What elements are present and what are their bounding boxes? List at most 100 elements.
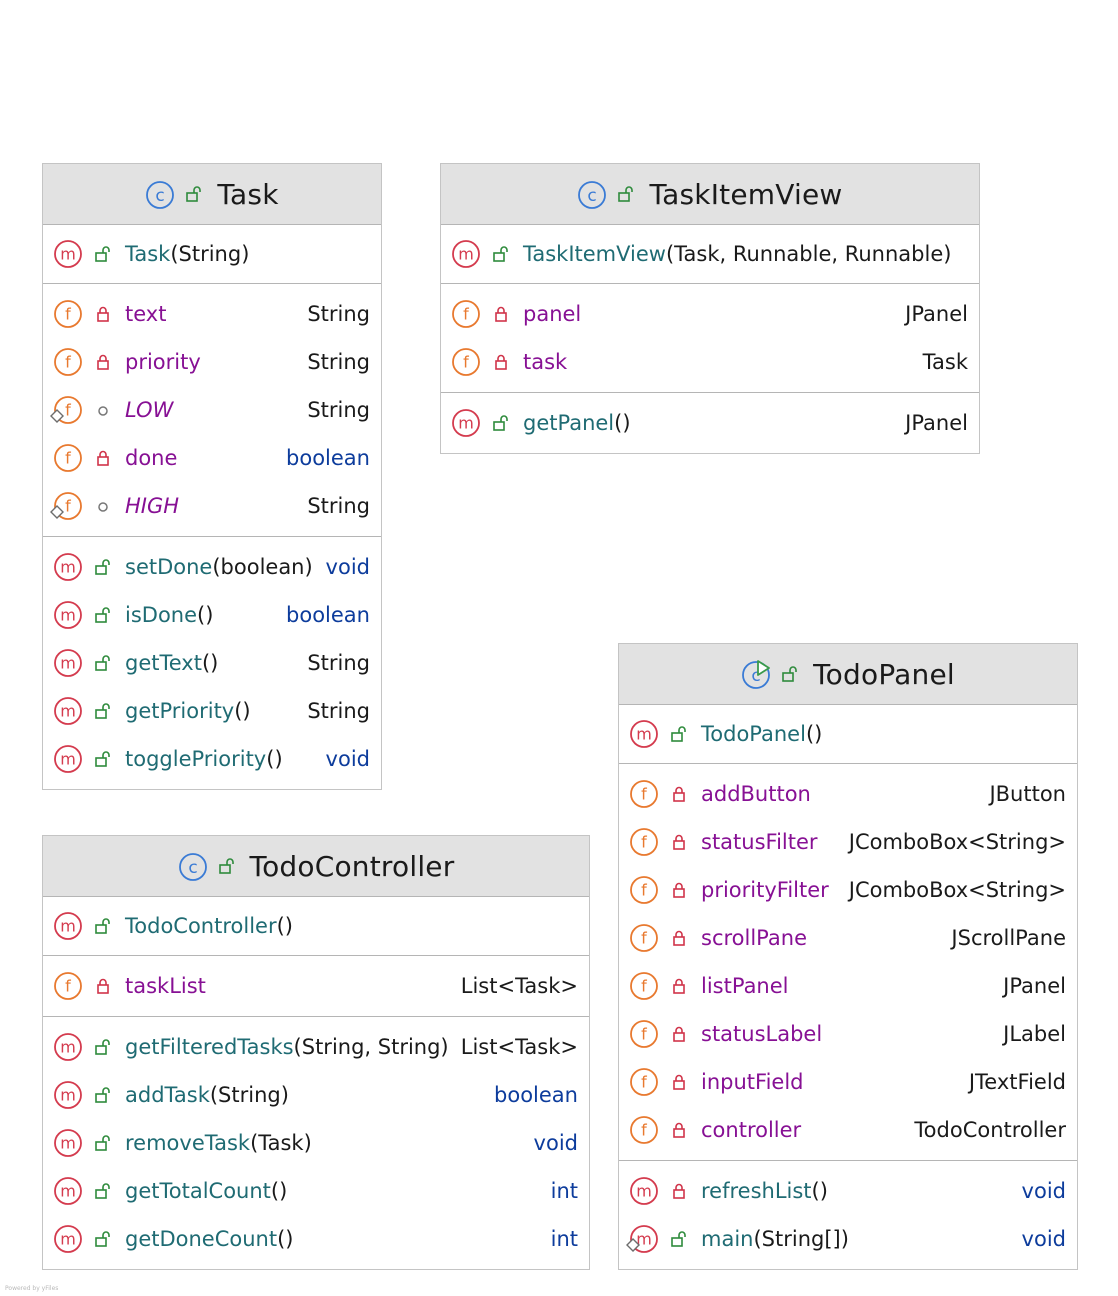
svg-text:f: f bbox=[641, 929, 647, 948]
methods-section: m refreshList()void m main(String[]) void bbox=[619, 1161, 1077, 1269]
public-visibility-icon bbox=[617, 185, 635, 203]
field-icon: f bbox=[50, 395, 83, 425]
methods-section: m getPanel()JPanel bbox=[441, 393, 979, 453]
method-icon: m bbox=[53, 1080, 83, 1110]
member-name: main bbox=[701, 1227, 754, 1251]
svg-text:f: f bbox=[641, 785, 647, 804]
field-icon: f bbox=[53, 971, 83, 1001]
member-type: JComboBox<String> bbox=[848, 878, 1066, 902]
svg-text:c: c bbox=[588, 186, 597, 206]
field-row[interactable]: f panel JPanel bbox=[441, 290, 979, 338]
field-name: panel bbox=[523, 302, 582, 326]
method-icon: m bbox=[53, 648, 83, 678]
constructor-row[interactable]: m TodoController() bbox=[43, 903, 589, 949]
member-type: JLabel bbox=[1003, 1022, 1066, 1046]
member-params: () bbox=[805, 722, 823, 746]
method-row[interactable]: m togglePriority()void bbox=[43, 735, 381, 783]
method-row[interactable]: m getDoneCount()int bbox=[43, 1215, 589, 1263]
field-name: controller bbox=[701, 1118, 802, 1142]
constructor-row[interactable]: m Task(String) bbox=[43, 231, 381, 277]
public-visibility-icon bbox=[94, 702, 112, 720]
member-params: () bbox=[234, 699, 251, 723]
svg-text:f: f bbox=[65, 449, 71, 468]
class-header: c TodoController bbox=[43, 836, 589, 897]
member-type: String bbox=[307, 494, 370, 518]
class-box-todocontroller[interactable]: c TodoController m TodoController() f ta… bbox=[42, 835, 590, 1270]
member-type: String bbox=[307, 398, 370, 422]
public-visibility-icon bbox=[94, 1086, 112, 1104]
method-row[interactable]: m getText()String bbox=[43, 639, 381, 687]
field-icon: f bbox=[451, 347, 481, 377]
method-icon: m bbox=[629, 1176, 659, 1206]
field-row[interactable]: f LOW String bbox=[43, 386, 381, 434]
method-row[interactable]: m removeTask(Task)void bbox=[43, 1119, 589, 1167]
method-row[interactable]: m setDone(boolean)void bbox=[43, 543, 381, 591]
member-type: void bbox=[325, 747, 370, 771]
methods-section: m getFilteredTasks(String, String)List<T… bbox=[43, 1017, 589, 1269]
field-icon: f bbox=[53, 299, 83, 329]
member-type: void bbox=[1021, 1227, 1066, 1251]
member-type: void bbox=[533, 1131, 578, 1155]
class-box-taskitemview[interactable]: c TaskItemView m TaskItemView(Task, Runn… bbox=[440, 163, 980, 454]
public-visibility-icon bbox=[94, 750, 112, 768]
method-row[interactable]: m getPriority()String bbox=[43, 687, 381, 735]
member-params: () bbox=[276, 914, 293, 938]
svg-text:m: m bbox=[636, 1182, 652, 1201]
method-row[interactable]: m isDone()boolean bbox=[43, 591, 381, 639]
member-type: List<Task> bbox=[460, 974, 578, 998]
field-name: statusFilter bbox=[701, 830, 818, 854]
method-row[interactable]: m getPanel()JPanel bbox=[441, 399, 979, 447]
field-icon: f bbox=[629, 779, 659, 809]
member-params: (String[]) bbox=[753, 1227, 849, 1251]
method-icon: m bbox=[451, 239, 481, 269]
field-name: priority bbox=[125, 350, 201, 374]
method-icon: m bbox=[451, 408, 481, 438]
constructors-section: m TaskItemView(Task, Runnable, Runnable) bbox=[441, 225, 979, 284]
constructor-row[interactable]: m TodoPanel() bbox=[619, 711, 1077, 757]
private-visibility-icon bbox=[94, 305, 112, 323]
method-row[interactable]: m addTask(String)boolean bbox=[43, 1071, 589, 1119]
svg-text:c: c bbox=[751, 666, 760, 686]
field-name: LOW bbox=[125, 398, 174, 422]
public-visibility-icon bbox=[185, 185, 203, 203]
public-visibility-icon bbox=[94, 917, 112, 935]
svg-text:f: f bbox=[463, 305, 469, 324]
member-name: getFilteredTasks bbox=[125, 1035, 294, 1059]
member-name: addTask bbox=[125, 1083, 210, 1107]
public-visibility-icon bbox=[670, 725, 688, 743]
svg-text:f: f bbox=[65, 305, 71, 324]
method-row[interactable]: m refreshList()void bbox=[619, 1167, 1077, 1215]
svg-text:f: f bbox=[641, 881, 647, 900]
field-name: addButton bbox=[701, 782, 811, 806]
method-row[interactable]: m getTotalCount()int bbox=[43, 1167, 589, 1215]
member-name: getText bbox=[125, 651, 202, 675]
field-icon: f bbox=[53, 443, 83, 473]
method-row[interactable]: m main(String[])void bbox=[619, 1215, 1077, 1263]
method-icon: m bbox=[53, 1224, 83, 1254]
member-type: JPanel bbox=[905, 302, 968, 326]
class-header: c TodoPanel bbox=[619, 644, 1077, 705]
method-row[interactable]: m getFilteredTasks(String, String)List<T… bbox=[43, 1023, 589, 1071]
svg-text:f: f bbox=[463, 353, 469, 372]
member-params: () bbox=[201, 651, 219, 675]
constructors-section: m TodoController() bbox=[43, 897, 589, 956]
public-visibility-icon bbox=[94, 245, 112, 263]
constructor-row[interactable]: m TaskItemView(Task, Runnable, Runnable) bbox=[441, 231, 979, 277]
